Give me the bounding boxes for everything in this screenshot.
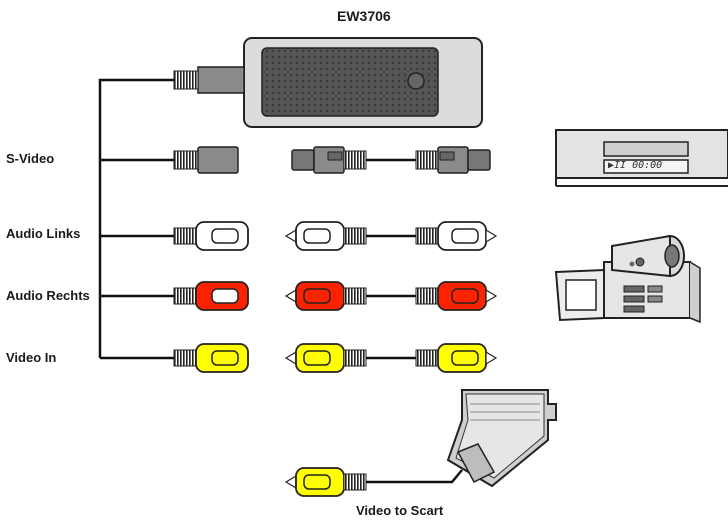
- video-in-plug: [173, 343, 249, 373]
- audio-right-cable: [284, 281, 498, 311]
- row-label-audio-right: Audio Rechts: [6, 288, 90, 303]
- audio-right-plug: [173, 281, 249, 311]
- row-label-video-in: Video In: [6, 350, 57, 365]
- cable-bundle: [98, 78, 174, 360]
- ew3706-device: [173, 37, 483, 128]
- row-label-audio-left: Audio Links: [6, 226, 81, 241]
- audio-left-cable: [284, 221, 498, 251]
- row-label-svideo: S-Video: [6, 151, 55, 166]
- video-in-cable: [284, 343, 498, 373]
- svideo-plug: [173, 146, 239, 174]
- dvd-player-icon: [555, 129, 728, 187]
- scart-adapter: [446, 389, 557, 488]
- svideo-cable: [291, 146, 491, 174]
- dvd-display: ▶II 00:00: [608, 160, 663, 171]
- device-title: EW3706: [337, 8, 391, 24]
- audio-left-plug: [173, 221, 249, 251]
- scart-caption: Video to Scart: [356, 503, 444, 518]
- camcorder-icon: [554, 234, 701, 324]
- scart-cable: [284, 467, 463, 497]
